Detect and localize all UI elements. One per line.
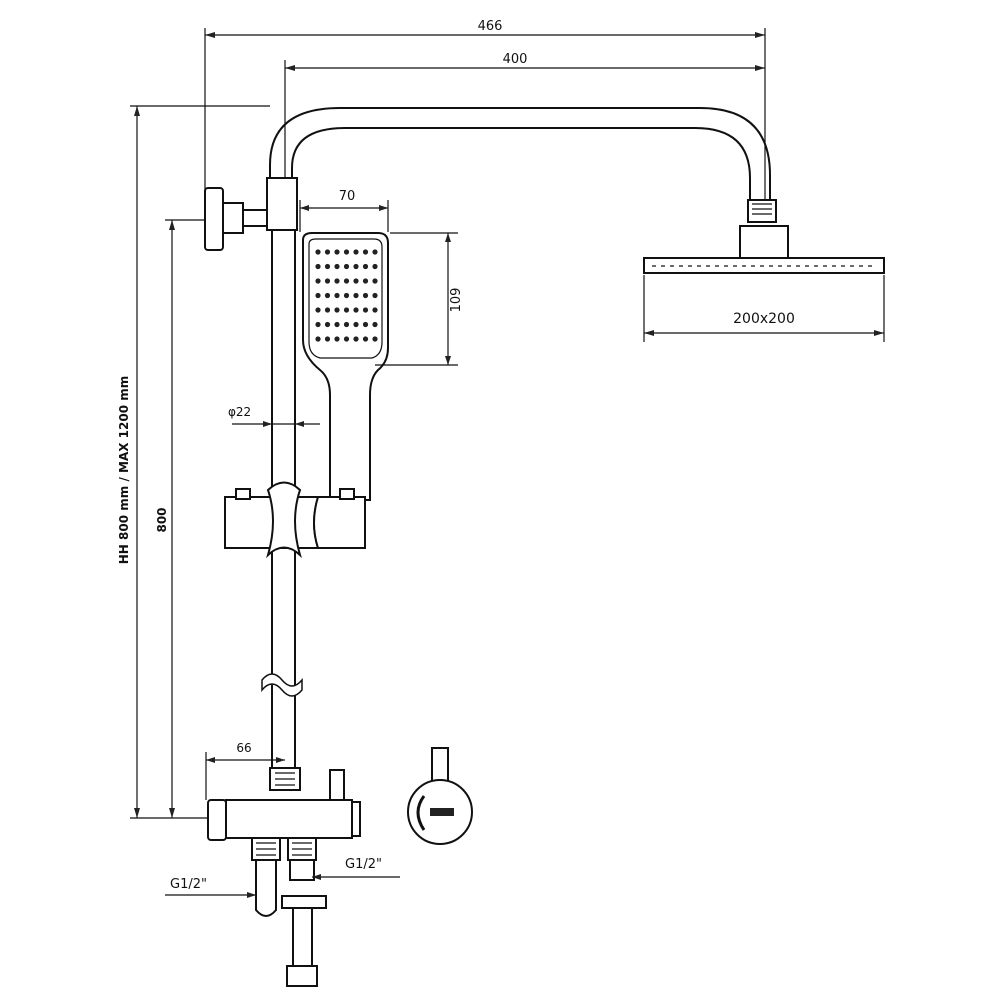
nozzle-dot [324,336,331,342]
dimension-pipe-diameter: φ22 [228,405,320,427]
dim-label-rail-height: 800 [155,507,169,532]
wall-bracket [204,187,267,251]
nozzle-dot [372,263,378,270]
dim-label-pipe-diameter: φ22 [228,405,251,419]
dim-label-inlet-left: G1/2" [170,877,207,892]
nozzle-dot [315,321,321,328]
nozzle-dot [372,249,378,255]
nozzle-dot [334,321,340,328]
slide-holder [224,481,366,559]
dimension-inlet-right: G1/2" [312,857,400,880]
nozzle-dot [334,307,340,313]
nozzle-dot [362,278,369,284]
nozzle-dot [353,336,359,342]
nozzle-dot [315,307,321,313]
nozzle-dot [343,307,350,313]
nozzle-dot [334,292,340,299]
nozzle-dot [324,307,331,313]
nozzle-dot [315,249,321,255]
nozzle-dot [315,292,321,299]
dimension-head-size: 200x200 [643,275,885,342]
nozzle-dot [353,249,359,255]
nozzle-dot [353,263,359,270]
dimension-handset-height: 109 [375,232,464,366]
nozzle-dot [343,249,350,255]
nozzle-dot [372,307,378,313]
dim-label-arm-length: 400 [503,52,528,67]
nozzle-dot [372,278,378,284]
control-knob [407,747,473,845]
nozzle-dot [353,292,359,299]
dim-label-valve-offset: 66 [236,741,251,755]
mixer-valve-body [207,767,361,987]
nozzle-dot [362,307,369,313]
nozzle-dot [324,321,331,328]
dim-label-head-size: 200x200 [733,311,795,327]
nozzle-dot [334,278,340,284]
nozzle-dot [324,249,331,255]
dim-label-height-range: HH 800 mm / MAX 1200 mm [117,376,131,564]
nozzle-dot [324,278,331,284]
nozzle-dot [315,336,321,342]
dim-label-handset-width: 70 [339,189,356,204]
dimension-handset-width: 70 [299,189,389,232]
dimension-rail-height: 800 [155,219,205,818]
nozzle-dot [343,321,350,328]
nozzle-dot [315,263,321,270]
nozzle-dot [362,292,369,299]
dimension-inlet-left: G1/2" [165,877,256,898]
nozzle-dot [362,263,369,270]
nozzle-dot [353,307,359,313]
dimension-overall-width: 466 [204,19,766,200]
dim-label-inlet-right: G1/2" [345,857,382,872]
nozzle-dot [334,249,340,255]
riser-top-connector [266,177,298,231]
nozzle-dot [343,263,350,270]
nozzle-dot [362,249,369,255]
dim-label-overall-width: 466 [478,19,503,34]
nozzle-dot [324,263,331,270]
nozzle-dot [343,336,350,342]
nozzle-dot [372,292,378,299]
nozzle-dot [334,336,340,342]
hand-shower-nozzles [315,249,378,342]
dim-label-handset-height: 109 [449,288,464,313]
hand-shower [302,232,389,501]
nozzle-dot [372,321,378,328]
overhead-shower-head [643,199,885,274]
dimension-height-range: HH 800 mm / MAX 1200 mm [117,105,270,819]
nozzle-dot [315,278,321,284]
nozzle-dot [343,292,350,299]
overhead-arm [269,107,771,200]
nozzle-dot [362,336,369,342]
nozzle-dot [324,292,331,299]
dimension-valve-offset: 66 [205,741,285,800]
knob-icon [430,808,454,816]
nozzle-dot [334,263,340,270]
nozzle-dot [362,321,369,328]
nozzle-dot [343,278,350,284]
nozzle-dot [372,336,378,342]
nozzle-dot [353,278,359,284]
dimension-arm-length: 400 [284,52,765,178]
nozzle-dot [353,321,359,328]
